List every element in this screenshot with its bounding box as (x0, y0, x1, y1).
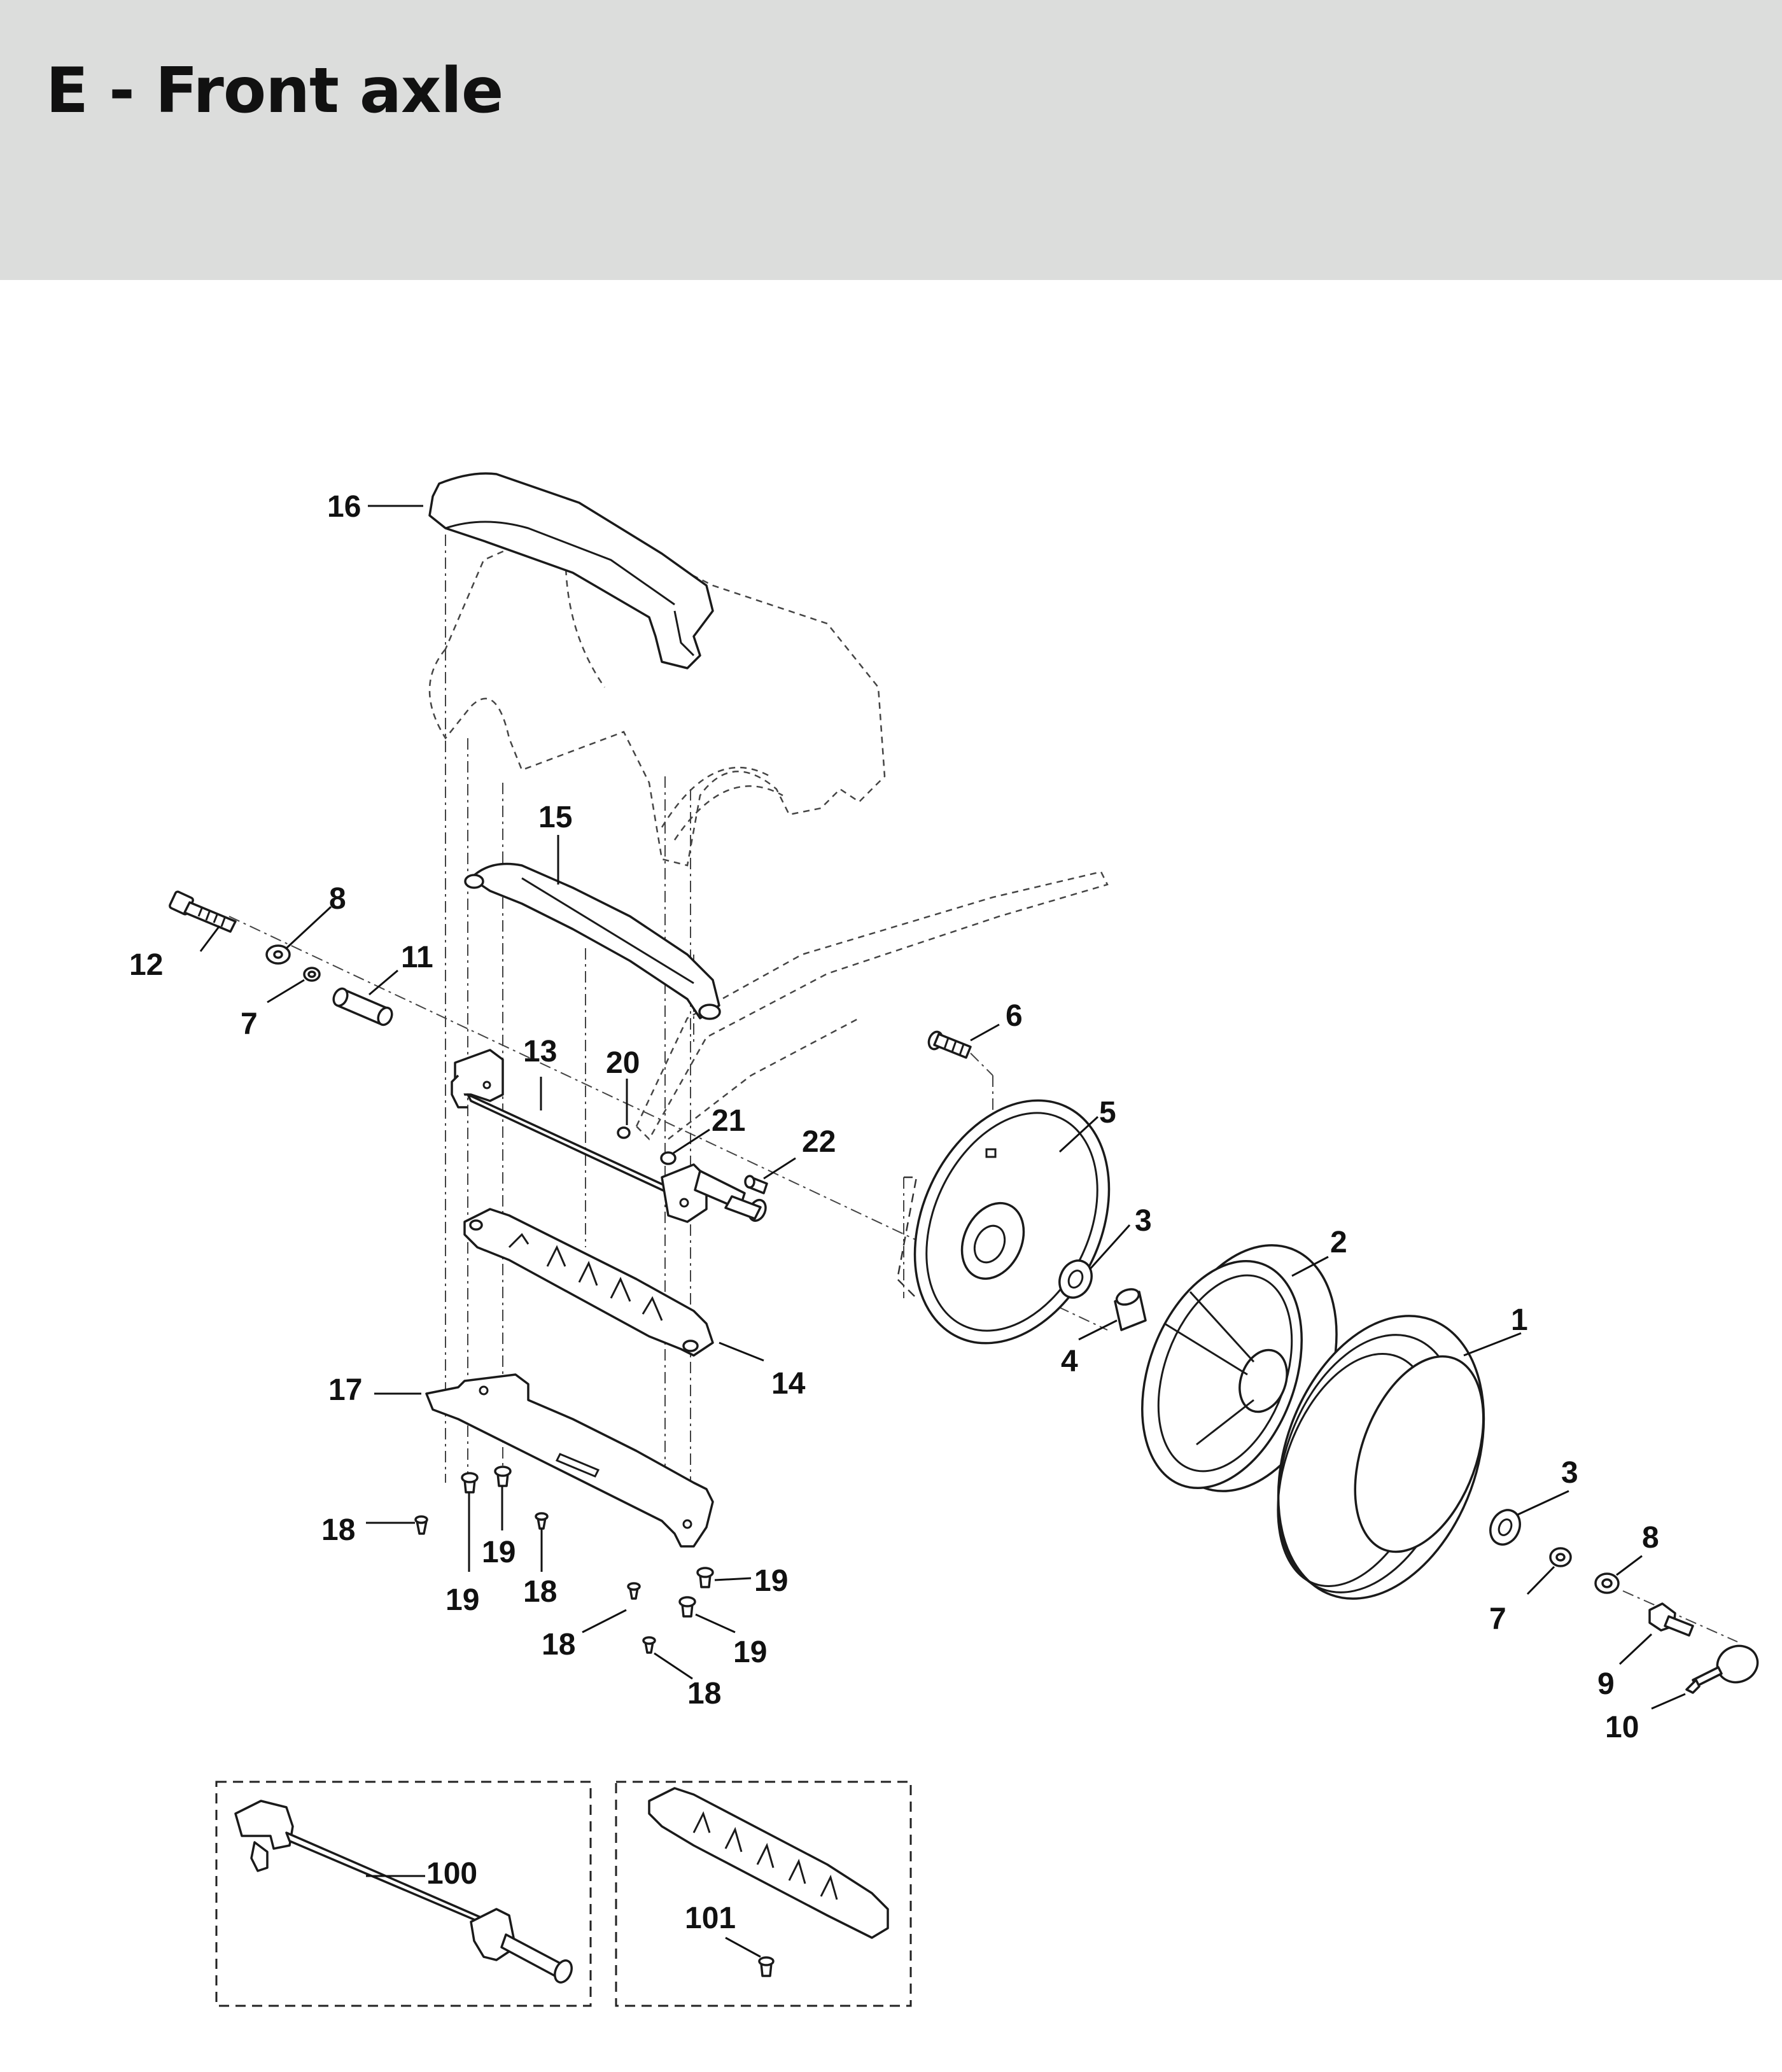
label-21: 21 (712, 1104, 745, 1138)
part-9-bolt (1648, 1602, 1694, 1637)
part-16-bracket (428, 472, 714, 669)
part-3-bearing-right (1489, 1509, 1521, 1546)
label-5: 5 (1099, 1096, 1116, 1130)
label-7b: 7 (1489, 1602, 1506, 1636)
label-10: 10 (1605, 1711, 1639, 1744)
label-11: 11 (401, 941, 433, 974)
label-15: 15 (538, 801, 572, 834)
page-title: E - Front axle (46, 55, 503, 127)
label-101: 101 (685, 1901, 736, 1935)
label-7a: 7 (241, 1007, 258, 1041)
part-14-height-rack (463, 1208, 714, 1357)
label-19d: 19 (733, 1635, 767, 1669)
alignment-lines (228, 535, 1738, 1642)
part-15-spring-bar (464, 862, 721, 1020)
label-12: 12 (129, 948, 163, 982)
handle-ghost (635, 871, 1109, 1141)
label-18b: 18 (523, 1575, 557, 1609)
housing-ghost (428, 533, 886, 867)
label-4: 4 (1061, 1345, 1078, 1378)
part-11-bushing (332, 987, 393, 1026)
inset-101 (615, 1781, 912, 2007)
label-16: 16 (327, 490, 361, 524)
label-13: 13 (523, 1035, 557, 1068)
part-1-tire (1277, 1315, 1485, 1600)
label-19c: 19 (754, 1564, 788, 1598)
label-3a: 3 (1135, 1204, 1152, 1238)
label-14: 14 (771, 1367, 806, 1401)
label-8a: 8 (329, 882, 346, 916)
part-13-axle (451, 1049, 767, 1223)
part-6-bolt (927, 1030, 993, 1076)
label-20: 20 (606, 1046, 640, 1080)
label-17: 17 (328, 1373, 362, 1407)
label-1: 1 (1511, 1303, 1528, 1337)
label-22: 22 (802, 1125, 836, 1159)
label-2: 2 (1330, 1226, 1347, 1259)
header-band: E - Front axle (0, 0, 1782, 280)
part-20-nut (617, 1126, 631, 1139)
part-labels: 16 15 8 12 11 7 13 20 21 22 6 5 3 4 2 1 … (129, 490, 1659, 1935)
inset-100 (215, 1781, 592, 2007)
label-3b: 3 (1561, 1456, 1578, 1490)
label-19b: 19 (446, 1583, 479, 1617)
part-10-cap (1685, 1644, 1759, 1694)
part-3-bearing (1058, 1259, 1093, 1299)
label-18d: 18 (687, 1677, 721, 1711)
label-8b: 8 (1642, 1521, 1659, 1555)
label-19a: 19 (482, 1536, 516, 1569)
part-12-bolt (169, 890, 237, 933)
label-100: 100 (426, 1857, 477, 1891)
part-22-screw (744, 1175, 768, 1194)
part-21-washer (660, 1151, 677, 1165)
label-18c: 18 (542, 1628, 575, 1662)
label-6: 6 (1006, 999, 1023, 1033)
label-9: 9 (1597, 1667, 1615, 1701)
part-17-base-plate (425, 1373, 714, 1548)
leader-lines (199, 505, 1686, 1710)
screws-18-19 (414, 1466, 714, 1654)
label-18a: 18 (321, 1513, 355, 1547)
part-4-spacer (1114, 1288, 1147, 1331)
